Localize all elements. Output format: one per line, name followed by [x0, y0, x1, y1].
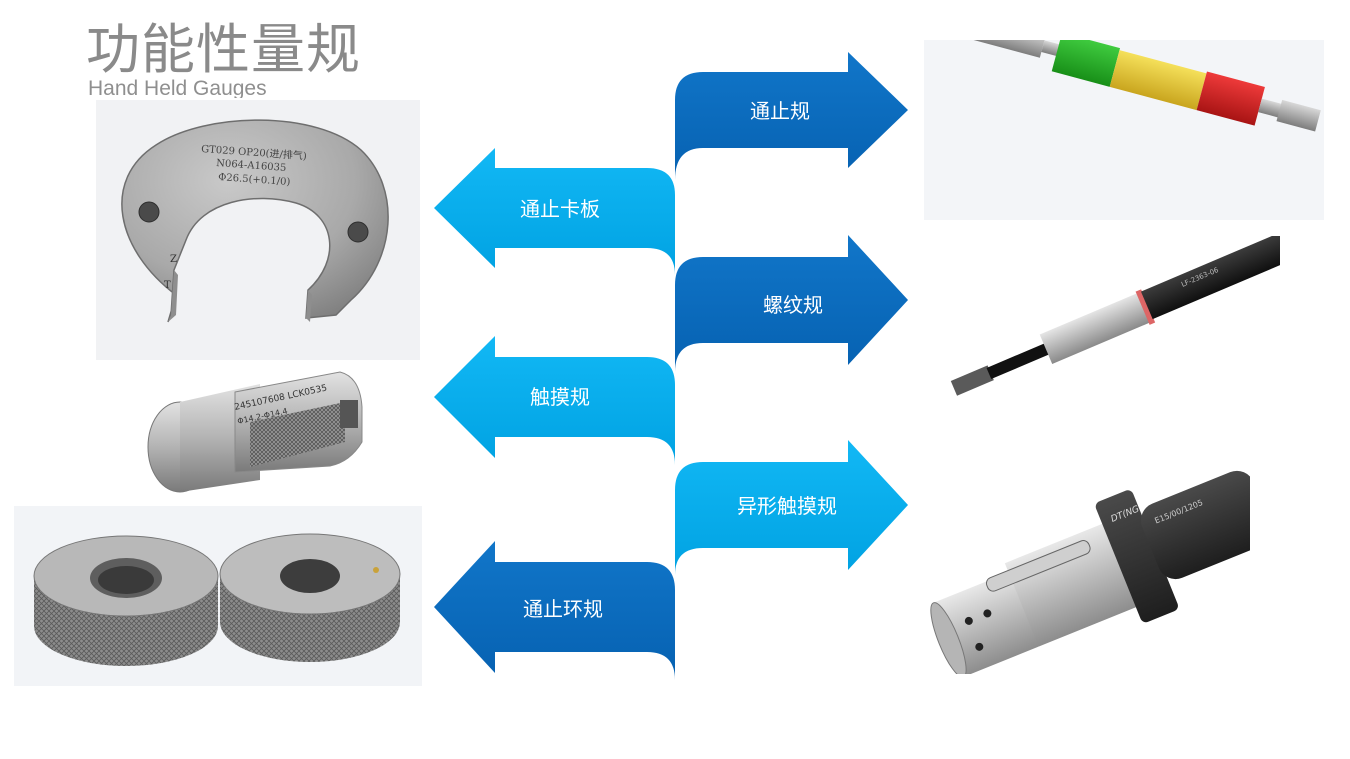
page-title: 功能性量规: [86, 18, 361, 81]
snap-gauge-mark-t: T: [164, 280, 171, 291]
snap-gauge-text-2: N064-A16035: [216, 158, 287, 174]
arrow-left-3: [434, 541, 675, 680]
arrow-right-2: [675, 235, 908, 372]
thread-gauge-photo: LF-2363-06: [940, 236, 1280, 406]
arrow-label-luowen-gui: 螺纹规: [763, 293, 823, 317]
arrow-label-chumo-gui: 触摸规: [530, 385, 590, 409]
arrow-right-1: [675, 52, 908, 180]
snap-gauge-mark-z: Z: [170, 254, 177, 265]
shaped-gauge-photo: DT(NG E15/00/1205: [910, 424, 1250, 674]
plug-gauge-photo: [924, 40, 1324, 220]
arrow-label-yixing-chumo-gui: 异形触摸规: [737, 494, 837, 518]
arrow-left-2: [434, 336, 675, 465]
snap-gauge-photo: GT029 OP20(进/排气) N064-A16035 Φ26.5(+0.1/…: [96, 100, 420, 360]
touch-gauge-photo: 245107608 LCK0535 Φ14.2-Φ14.4: [140, 362, 380, 502]
arrow-left-1: [434, 148, 675, 275]
arrow-right-3: [675, 440, 908, 575]
arrow-label-tongzhi-huangui: 通止环规: [523, 597, 603, 621]
arrow-label-tongzhi-kaban: 通止卡板: [520, 197, 600, 221]
ring-gauges-photo: [14, 506, 422, 686]
arrow-label-tongzhi-gui: 通止规: [750, 99, 810, 123]
page-subtitle: Hand Held Gauges: [88, 77, 267, 98]
snap-gauge-text-3: Φ26.5(+0.1/0): [218, 172, 291, 188]
